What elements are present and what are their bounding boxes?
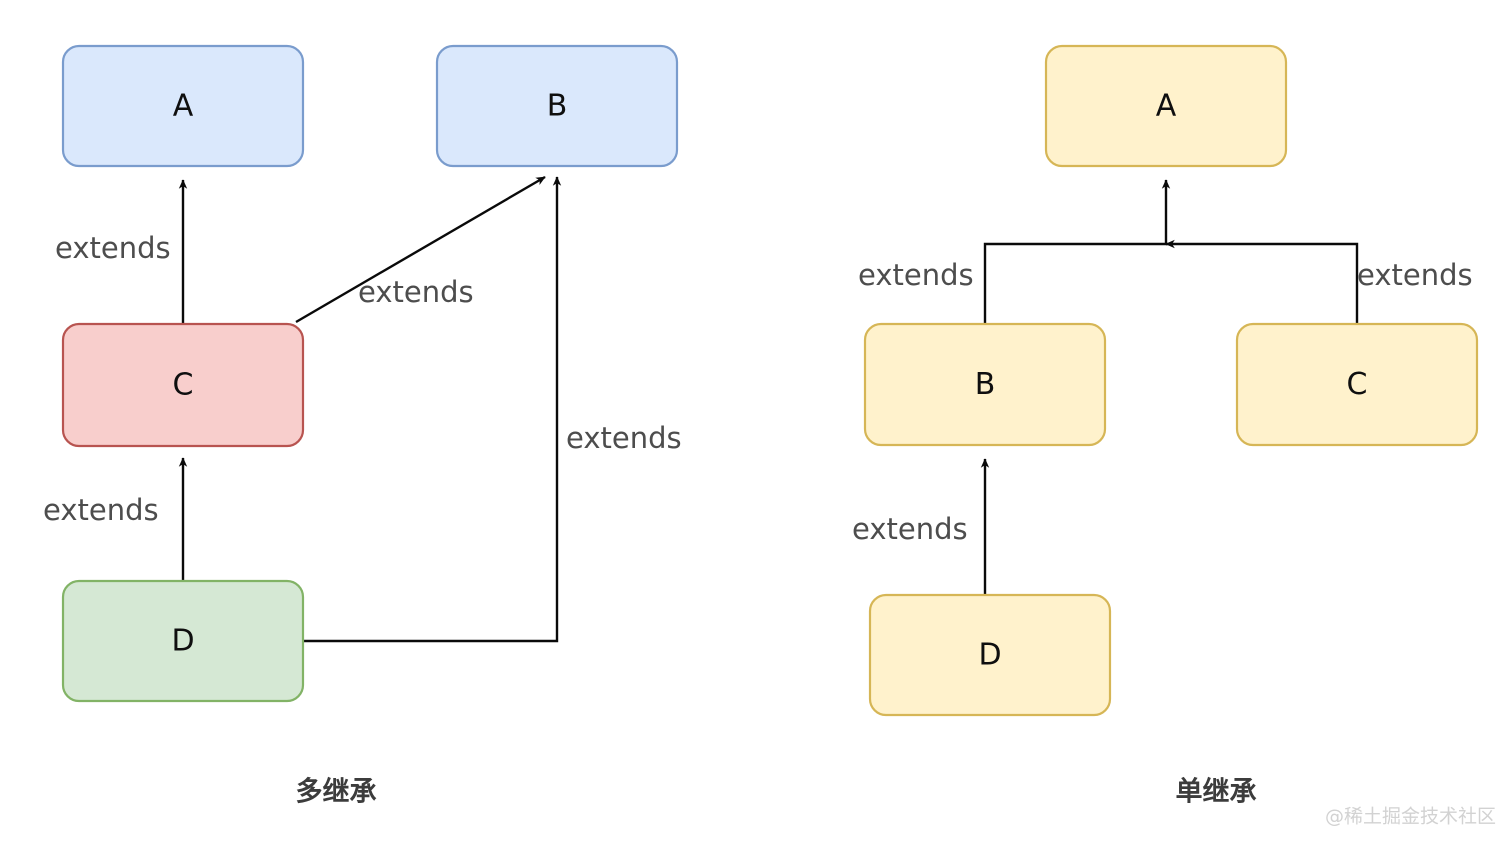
node-c[interactable]: C [1235,322,1479,447]
edge-label-c-to-a: extends [1357,258,1473,292]
node-b[interactable]: B [863,322,1107,447]
node-label-d: D [171,624,194,659]
edge-b-to-a [983,179,1171,323]
node-box-c [1235,322,1479,447]
edge-label-d-to-b: extends [566,421,682,455]
node-a[interactable]: A [61,44,305,168]
diagram-multiple-inheritance: extends extends extends extends A B C D 多继承 [43,44,682,808]
node-label-a: A [173,89,194,124]
edge-label-c-to-b: extends [358,275,474,309]
node-box-a [61,44,305,168]
watermark: @稀土掘金技术社区 [1325,806,1496,828]
node-a[interactable]: A [1044,44,1288,168]
node-box-d [868,593,1112,717]
edge-label-c-to-a: extends [55,231,171,265]
edge-c-to-b [295,175,546,324]
edge-label-d-to-b: extends [852,512,968,546]
edge-label-d-to-c: extends [43,493,159,527]
diagram-single-inheritance: extends extends extends A B C D 单继承 [852,44,1479,808]
edge-c-to-a [1165,239,1359,323]
node-box-d [61,579,305,703]
node-label-d: D [978,638,1001,673]
node-box-b [435,44,679,168]
node-b[interactable]: B [435,44,679,168]
node-d[interactable]: D [868,593,1112,717]
node-box-b [863,322,1107,447]
node-label-c: C [173,368,194,403]
node-label-c: C [1347,367,1368,402]
node-box-a [1044,44,1288,168]
node-label-b: B [547,89,568,124]
node-label-b: B [975,367,996,402]
edge-label-b-to-a: extends [858,258,974,292]
caption-multiple-inheritance: 多继承 [296,776,377,808]
edge-d-to-b [303,176,562,643]
node-c[interactable]: C [61,322,305,448]
node-label-a: A [1156,89,1177,124]
node-box-c [61,322,305,448]
node-d[interactable]: D [61,579,305,703]
caption-single-inheritance: 单继承 [1176,776,1257,808]
